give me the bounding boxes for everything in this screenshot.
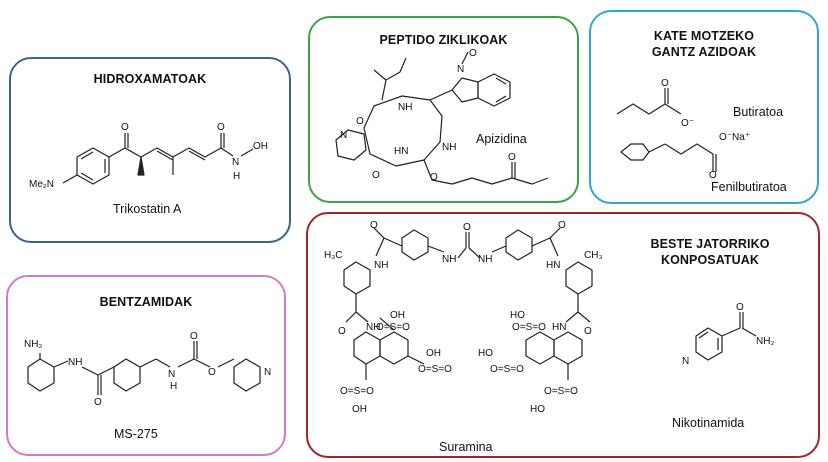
suramin-h3c-label: H₃C <box>324 250 343 261</box>
hydroxamate-oh-label: OH <box>253 141 268 152</box>
hydroxamates-panel: HIDROXAMATOAK Me₂N O O N H OH Trikostati… <box>9 57 291 243</box>
nicotinamide-n-label: N <box>682 356 689 367</box>
butyrate-structure: O O⁻ <box>616 78 694 129</box>
hydroxamate-n-label: N <box>232 157 239 168</box>
me2n-label: Me₂N <box>29 179 54 190</box>
cyclic-peptides-title: PEPTIDO ZIKLIKOAK <box>379 33 508 47</box>
ms275-pyridine-n-label: N <box>264 367 271 378</box>
ms275-label: MS-275 <box>114 427 158 441</box>
suramin-left-oh2-label: OH <box>426 348 441 359</box>
butyrate-o-label: O <box>661 78 669 89</box>
suramin-right-ho2-label: HO <box>478 348 493 359</box>
short-chain-title-line2: GANTZ AZIDOAK <box>651 45 757 59</box>
pip-n-label: N <box>340 130 347 141</box>
suramin-right-hn2-label: HN <box>552 322 566 333</box>
ms275-nh-label: NH <box>68 357 82 368</box>
suramin-left-nh2-label: NH <box>366 322 380 333</box>
suramin-left-o2-label: O <box>338 326 346 337</box>
suramin-right-oso2-label: O=S=O <box>490 364 524 375</box>
benzamides-panel: BENTZAMIDAK NH₂ NH O N H O O N MS-275 <box>6 275 286 456</box>
suramin-nh2-label: NH <box>478 254 492 265</box>
ketone-o-label: O <box>121 122 129 133</box>
suramin-right-ho1-label: HO <box>510 310 525 321</box>
butyrate-ominus-label: O⁻ <box>681 118 694 129</box>
short-chain-fatty-acids-panel: KATE MOTZEKO GANTZ AZIDOAK O O⁻ Butirato… <box>589 10 819 204</box>
suramin-left-o1-label: O <box>370 220 378 231</box>
nicotinamide-structure: N O NH₂ <box>682 302 774 367</box>
amide-o-label: O <box>217 122 225 133</box>
ring-o1-label: O <box>356 116 364 127</box>
ring-hn-label: HN <box>394 146 408 157</box>
suramin-right-hn-label: HN <box>546 260 560 271</box>
hydroxamates-title: HIDROXAMATOAK <box>93 72 207 86</box>
suramin-right-oso1-label: O=S=O <box>512 322 546 333</box>
hydroxamate-h-label: H <box>233 171 240 182</box>
suramin-left-oso1-label: O=S=O <box>376 322 410 333</box>
suramin-ch3-label: CH₃ <box>584 250 603 261</box>
suramin-nh1-label: NH <box>442 254 456 265</box>
suramin-left-oh3-label: OH <box>352 404 367 415</box>
ring-o3-label: O <box>430 172 438 183</box>
suramin-urea-o-label: O <box>463 222 471 233</box>
trichostatin-a-label: Trikostatin A <box>113 202 182 216</box>
ms275-carbamate-h-label: H <box>170 381 177 392</box>
phenylbutyrate-label: Fenilbutiratoa <box>711 180 787 194</box>
phenylbutyrate-ona-label: O⁻Na⁺ <box>719 132 750 143</box>
other-title-line1: BESTE JATORRIKO <box>650 237 770 251</box>
ms275-carbamate-n-label: N <box>168 369 175 380</box>
ms275-amide-o-label: O <box>94 397 102 408</box>
ring-nh2-label: NH <box>442 142 456 153</box>
indole-n-label: N <box>457 64 464 75</box>
other-title-line2: KONPOSATUAK <box>660 253 760 267</box>
nicotinamide-o-label: O <box>736 302 744 313</box>
ms275-ester-o-label: O <box>208 367 216 378</box>
ms275-nh2-label: NH₂ <box>24 339 42 350</box>
suramin-left-oso2-label: O=S=O <box>418 364 452 375</box>
benzamides-title: BENTZAMIDAK <box>99 295 193 309</box>
nicotinamide-nh2-label: NH₂ <box>756 336 774 347</box>
suramin-left-nh-label: NH <box>374 260 388 271</box>
methoxy-o-label: O <box>469 48 477 59</box>
cyclic-peptides-panel: PEPTIDO ZIKLIKOAK O NH HN NH O O N N O O… <box>308 16 579 203</box>
suramin-label: Suramina <box>439 440 493 454</box>
phenylbutyrate-o-label: O <box>709 170 717 181</box>
apicidin-structure: O NH HN NH O O N N O O <box>335 48 549 185</box>
apicidin-label: Apizidina <box>476 132 527 146</box>
other-compounds-panel: BESTE JATORRIKO KONPOSATUAK NH O NH O NH… <box>306 212 820 458</box>
nicotinamide-label: Nikotinamida <box>672 416 745 430</box>
ring-o2-label: O <box>372 170 380 181</box>
suramin-right-o2-label: O <box>584 326 592 337</box>
trichostatin-a-structure: Me₂N O O N H OH <box>29 122 268 190</box>
suramin-right-oso3-label: O=S=O <box>544 386 578 397</box>
ring-nh1-label: NH <box>398 102 412 113</box>
suramin-left-oso3-label: O=S=O <box>340 386 374 397</box>
chain-ketone-o-label: O <box>508 152 516 163</box>
butyrate-label: Butiratoa <box>733 105 784 119</box>
suramin-right-ho3-label: HO <box>530 404 545 415</box>
short-chain-title-line1: KATE MOTZEKO <box>653 29 755 43</box>
suramin-right-o1-label: O <box>558 220 566 231</box>
phenylbutyrate-structure: O O⁻Na⁺ <box>620 132 750 181</box>
ms275-carbonyl-o-label: O <box>190 331 198 342</box>
suramin-structure: NH O NH O NH H₃C O NH OH O=S=O O=S=O OH … <box>324 220 603 415</box>
suramin-left-oh1-label: OH <box>390 310 405 321</box>
ms275-structure: NH₂ NH O N H O O N <box>24 331 271 408</box>
